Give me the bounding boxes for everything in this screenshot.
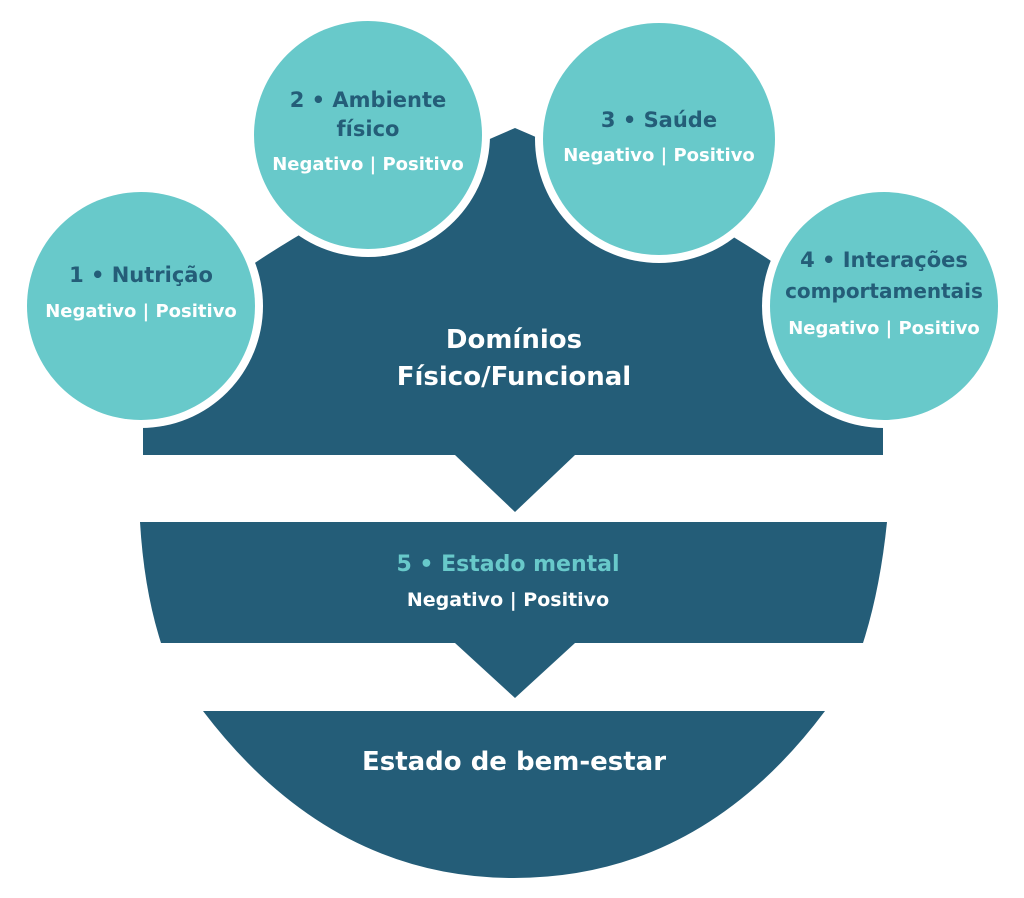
- domain-1-title: 1 • Nutrição: [69, 263, 213, 287]
- domain-2-subtitle: Negativo | Positivo: [272, 154, 464, 175]
- center-label-line-2: Físico/Funcional: [397, 362, 631, 392]
- domain-4-title-line-2: comportamentais: [785, 279, 983, 303]
- domain-3-subtitle: Negativo | Positivo: [563, 145, 755, 166]
- domain-4-title-line-1: 4 • Interações: [800, 248, 968, 272]
- domain-1-subtitle: Negativo | Positivo: [45, 301, 237, 322]
- domain-circle-3: [535, 15, 783, 263]
- domain-circle-2: [246, 13, 490, 257]
- domain-circle-1: [19, 184, 263, 428]
- domain-4-subtitle: Negativo | Positivo: [788, 318, 980, 339]
- arrow-down-top: [455, 455, 575, 512]
- domain-3-title: 3 • Saúde: [601, 108, 717, 132]
- domain-2-title-line-1: 2 • Ambiente: [290, 88, 447, 112]
- mental-state-title: 5 • Estado mental: [396, 552, 619, 577]
- mental-state-subtitle: Negativo | Positivo: [407, 589, 609, 611]
- welfare-state-shape: [203, 711, 825, 878]
- domain-circle-4: [762, 184, 1006, 428]
- center-label-line-1: Domínios: [446, 325, 582, 355]
- domain-2-title-line-2: físico: [337, 117, 400, 141]
- functional-domains-shape: [143, 128, 883, 455]
- mental-state-band: [140, 522, 887, 643]
- welfare-state-title: Estado de bem-estar: [362, 747, 666, 777]
- arrow-down-middle: [455, 643, 575, 698]
